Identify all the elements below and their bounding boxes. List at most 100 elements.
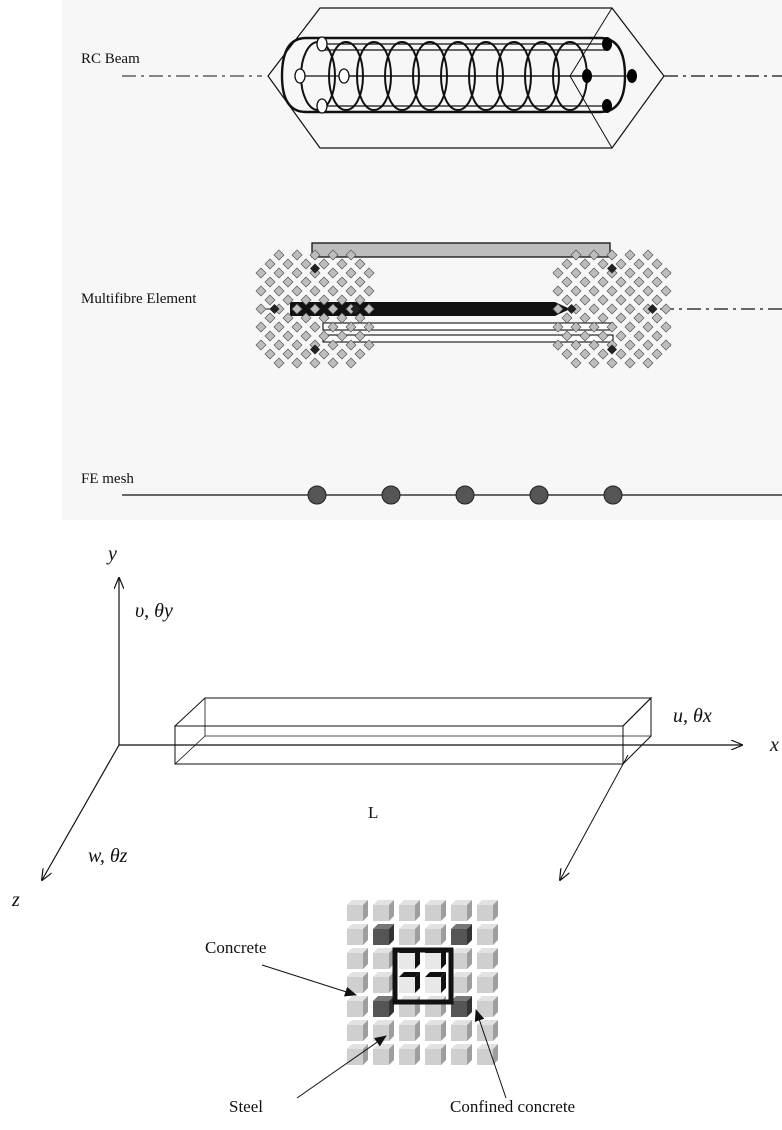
fibre-cell: [624, 339, 636, 351]
concrete-fibre-top: [347, 948, 368, 953]
fibre-cell: [606, 321, 618, 333]
concrete-fibre: [373, 1025, 389, 1041]
concrete-fibre-side: [415, 1020, 420, 1041]
fibre-cell: [588, 357, 600, 369]
fibre-cell: [300, 258, 312, 270]
fibre-cell: [354, 276, 366, 288]
concrete-fibre-top: [399, 924, 420, 929]
concrete-fibre-top: [399, 1044, 420, 1049]
concrete-fibre-top: [425, 1020, 446, 1025]
concrete-fibre-side: [493, 996, 498, 1017]
fibre-cell: [597, 312, 609, 324]
fibre-cell: [273, 285, 285, 297]
confined-concrete-label: Confined concrete: [450, 1097, 575, 1116]
fibre-cell: [570, 285, 582, 297]
fibre-cross-section: Concrete Steel Confined concrete: [205, 900, 575, 1116]
rc-beam-end-edge-top: [569, 7, 613, 77]
fibre-cell: [633, 330, 645, 342]
fibre-cell: [579, 276, 591, 288]
fibre-cell: [363, 339, 375, 351]
confined-concrete-fibre-side: [415, 948, 420, 969]
concrete-fibre-side: [467, 1044, 472, 1065]
fibre-cell: [588, 267, 600, 279]
fibre-cell: [552, 339, 564, 351]
concrete-fibre: [477, 953, 493, 969]
fe-mesh-label: FE mesh: [81, 471, 134, 487]
fibre-cell: [282, 276, 294, 288]
steel-fibre-top: [451, 996, 472, 1001]
coordinate-system: y x z υ, θy u, θx w, θz L: [11, 543, 779, 911]
concrete-fibre: [477, 1001, 493, 1017]
fibre-cell: [642, 267, 654, 279]
concrete-fibre-side: [467, 900, 472, 921]
concrete-fibre-top: [347, 900, 368, 905]
spiral-hoop: [384, 41, 420, 111]
fibre-cell: [642, 321, 654, 333]
concrete-fibre-side: [389, 1044, 394, 1065]
fibre-cell: [633, 294, 645, 306]
fe-mesh-section: FE mesh: [81, 471, 782, 505]
fibre-cell: [570, 339, 582, 351]
concrete-fibre-side: [493, 972, 498, 993]
fibre-cell: [588, 321, 600, 333]
confined-concrete-fibre-top: [425, 972, 446, 977]
fibre-cell: [561, 348, 573, 360]
confined-concrete-fibre-side: [441, 972, 446, 993]
fibre-cell: [597, 348, 609, 360]
fibre-cell: [336, 330, 348, 342]
confined-concrete-fibre-top: [399, 972, 420, 977]
concrete-fibre: [373, 1049, 389, 1065]
concrete-fibre-side: [363, 972, 368, 993]
steel-fibre: [373, 1001, 389, 1017]
fibre-cell: [300, 330, 312, 342]
concrete-fibre: [451, 1049, 467, 1065]
concrete-fibre: [347, 977, 363, 993]
concrete-fibre-top: [347, 924, 368, 929]
fibre-cell: [561, 294, 573, 306]
concrete-fibre-side: [441, 1044, 446, 1065]
fibre-cell: [345, 321, 357, 333]
fibre-cell: [354, 348, 366, 360]
concrete-fibre: [451, 953, 467, 969]
fibre-cell: [345, 249, 357, 261]
fibre-cell: [579, 330, 591, 342]
concrete-arrow: [261, 964, 357, 997]
fibre-cell: [327, 339, 339, 351]
concrete-fibre: [477, 1049, 493, 1065]
concrete-fibre-top: [373, 948, 394, 953]
fibre-cell: [255, 321, 267, 333]
steel-fibre-side: [467, 924, 472, 945]
fibre-cell: [291, 267, 303, 279]
concrete-fibre-top: [451, 900, 472, 905]
fibre-cell: [264, 258, 276, 270]
concrete-fibre: [477, 977, 493, 993]
concrete-fibre-side: [415, 900, 420, 921]
fibre-cell: [561, 276, 573, 288]
fibre-bar-top: [311, 242, 611, 258]
concrete-fibre: [451, 1025, 467, 1041]
fibre-cell: [633, 276, 645, 288]
steel-fibre-cell: [310, 344, 320, 355]
concrete-fibre-top: [347, 996, 368, 1001]
fibre-cell: [660, 321, 672, 333]
fibre-cell: [579, 312, 591, 324]
confined-concrete-fibre: [425, 953, 441, 969]
steel-fibre-top: [451, 924, 472, 929]
concrete-fibre-top: [451, 948, 472, 953]
fibre-cell: [327, 249, 339, 261]
concrete-fibre-side: [415, 924, 420, 945]
concrete-fibre-side: [493, 948, 498, 969]
fibre-cell: [651, 294, 663, 306]
fibre-cell: [651, 330, 663, 342]
fibre-cell: [336, 348, 348, 360]
fibre-cell: [273, 357, 285, 369]
concrete-fibre-top: [399, 1020, 420, 1025]
fibre-cell: [282, 348, 294, 360]
x-axis-label: x: [769, 734, 779, 756]
concrete-fibre-top: [477, 948, 498, 953]
spiral-hoop: [328, 41, 364, 111]
fibre-cell: [336, 276, 348, 288]
fibre-cell: [651, 258, 663, 270]
steel-fibre-top: [373, 924, 394, 929]
fibre-cell: [273, 339, 285, 351]
